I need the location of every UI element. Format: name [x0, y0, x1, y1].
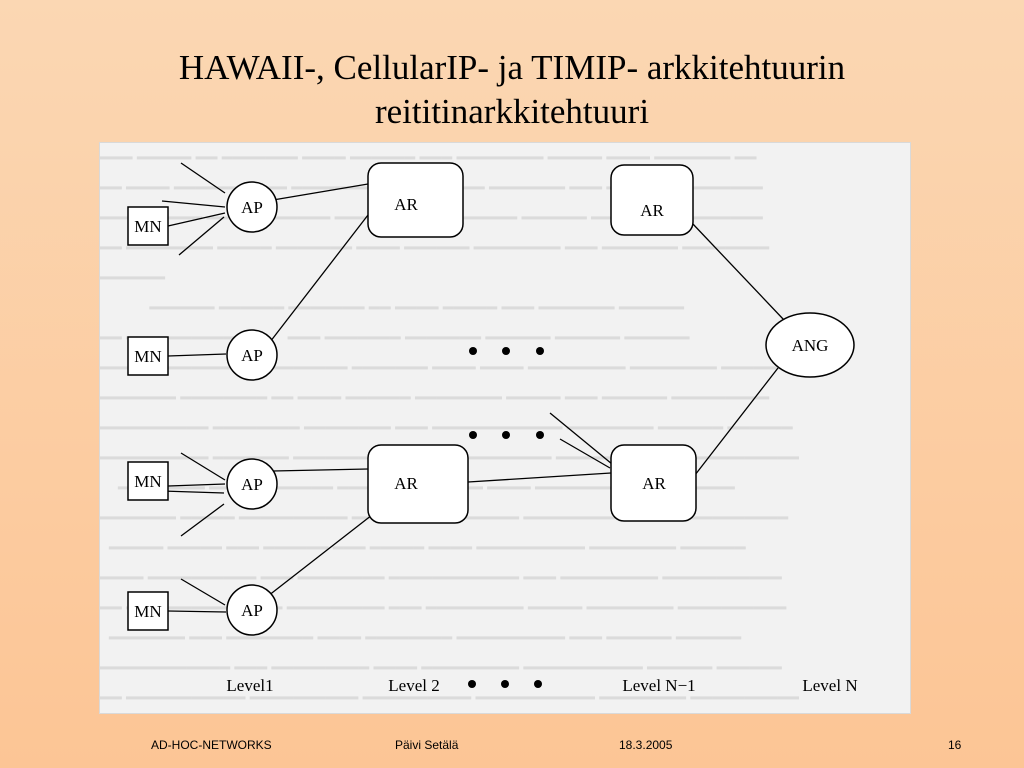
title-line-1: HAWAII-, CellularIP- ja TIMIP- arkkiteht… [178, 48, 846, 87]
ar-ar-links [467, 412, 613, 483]
footer-page-number: 16 [948, 738, 962, 752]
ap-label: AP [241, 198, 263, 217]
ap-node [226, 458, 278, 510]
mn-node [127, 206, 169, 246]
mn-label: MN [134, 217, 161, 236]
level-label: Level N−1 [622, 676, 695, 695]
ap-label: AP [241, 475, 263, 494]
ar-label: AR [642, 474, 666, 493]
ap-nodes [226, 181, 278, 636]
ar-label: AR [640, 201, 664, 220]
ar-node [610, 164, 694, 236]
mn-label: MN [134, 472, 161, 491]
mn-node [127, 461, 169, 501]
ap-node [226, 584, 278, 636]
footer-date: 18.3.2005 [619, 738, 673, 752]
ar-label: AR [394, 474, 418, 493]
network-diagram: MN MN MN MN AP AP AP AP AR AR AR [127, 162, 858, 695]
ap-labels: AP AP AP AP [241, 198, 263, 620]
mn-labels: MN MN MN MN [134, 217, 161, 621]
ap-node [226, 181, 278, 233]
ap-label: AP [241, 601, 263, 620]
footer-author: Päivi Setälä [395, 738, 459, 752]
level-labels: Level1 Level 2 Level N−1 Level N [226, 676, 857, 695]
ar-node [367, 444, 469, 524]
mn-label: MN [134, 602, 161, 621]
ap-ar-links [267, 183, 373, 597]
ar-ang-links [691, 222, 785, 476]
level-label: Level 2 [388, 676, 439, 695]
mn-node [127, 591, 169, 631]
mn-label: MN [134, 347, 161, 366]
ap-node [226, 329, 278, 381]
radio-links-ap3 [161, 452, 226, 537]
slide-title: HAWAII-, CellularIP- ja TIMIP- arkkiteht… [0, 46, 1024, 134]
ar-node [610, 444, 697, 522]
ang-label: ANG [792, 336, 829, 355]
ellipsis-dots [468, 347, 544, 688]
footer-left: AD-HOC-NETWORKS [151, 738, 272, 752]
ar-nodes [367, 162, 697, 524]
radio-links-ap1 [161, 162, 226, 256]
mn-nodes [127, 206, 169, 631]
ar-node [367, 162, 464, 238]
architecture-figure: ━━━ ━━━━━ ━━ ━━━━━━━ ━━━━ ━━━━━━ ━━━ ━━━… [99, 142, 911, 714]
radio-links-ap4 [180, 578, 226, 606]
ar-labels: AR AR AR AR [394, 195, 666, 493]
level-label: Level N [802, 676, 857, 695]
mn-node [127, 336, 169, 376]
level-label: Level1 [226, 676, 273, 695]
title-line-2: reititinarkkitehtuuri [374, 92, 650, 131]
mn-ap-links [167, 212, 227, 613]
ap-label: AP [241, 346, 263, 365]
ar-label: AR [394, 195, 418, 214]
ang-node [765, 312, 855, 378]
